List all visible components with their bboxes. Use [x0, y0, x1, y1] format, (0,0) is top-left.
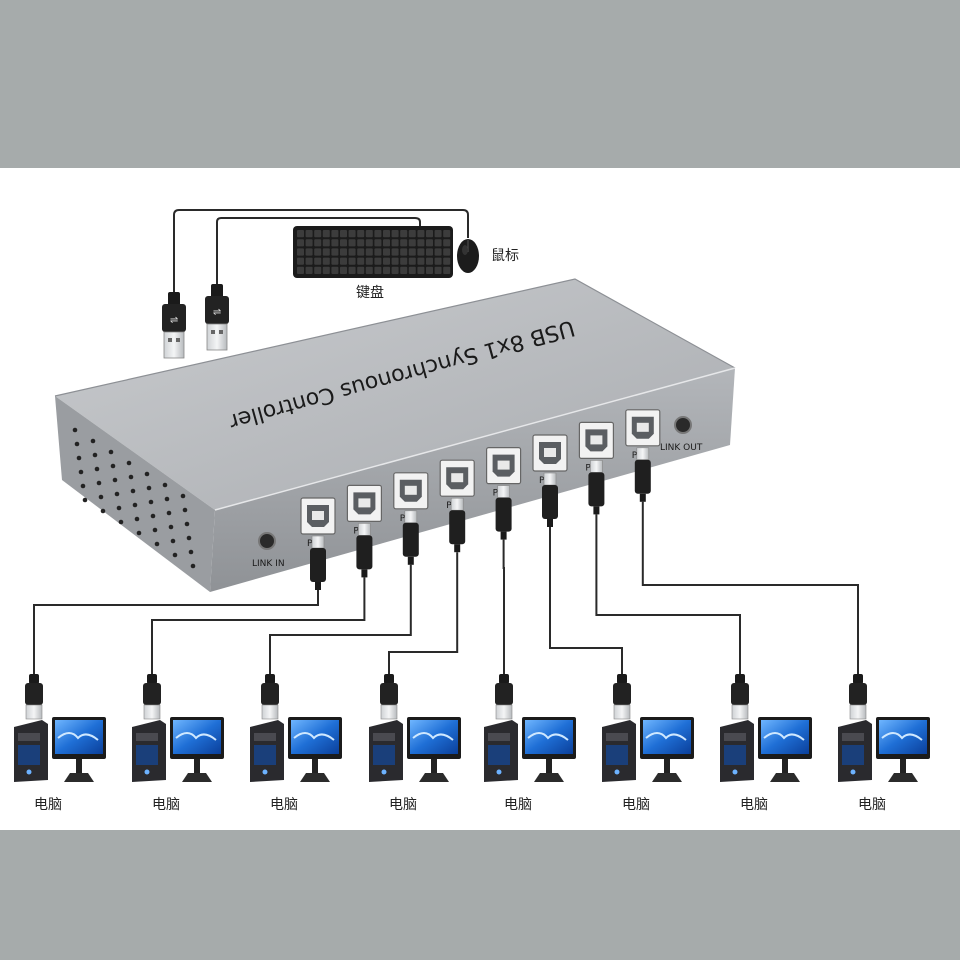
monitor-icon	[758, 717, 812, 782]
usb-b-port: P	[439, 459, 475, 511]
port-mark: P	[632, 451, 638, 461]
port-mark: P	[446, 501, 452, 511]
link-out-jack	[674, 416, 692, 434]
usb-b-plug-icon	[495, 485, 512, 540]
computer-tower-icon	[838, 720, 872, 782]
computer	[720, 717, 812, 782]
link-out-label: LINK OUT	[660, 443, 703, 453]
link-in-label: LINK IN	[252, 559, 285, 569]
computer	[250, 717, 342, 782]
usb-b-port: P	[300, 497, 336, 549]
computer-label: 电脑	[270, 797, 298, 813]
mouse-label: 鼠标	[491, 248, 519, 264]
computer-tower-icon	[369, 720, 403, 782]
link-in-jack	[258, 532, 276, 550]
mouse-icon	[457, 239, 479, 273]
computer-tower-icon	[132, 720, 166, 782]
usb-b-port: P	[346, 484, 382, 536]
port-mark: P	[493, 489, 499, 499]
computer-label: 电脑	[504, 797, 532, 813]
usb-b-plug-icon	[634, 447, 651, 502]
usb-b-plug-icon	[542, 472, 558, 527]
computer	[484, 717, 576, 782]
usb-a-plug-icon	[613, 674, 631, 720]
svg-text:⇌: ⇌	[170, 315, 178, 326]
port-mark: P	[539, 476, 545, 486]
usb-b-plug-icon	[310, 535, 326, 590]
usb-b-plug-icon	[356, 523, 373, 578]
computer-label: 电脑	[740, 797, 768, 813]
port-mark: P	[307, 539, 313, 549]
keyboard-label: 键盘	[356, 284, 384, 301]
computer	[838, 717, 930, 782]
usb-a-plug-icon	[261, 674, 279, 720]
computer-tower-icon	[484, 720, 518, 782]
usb-a-plug-icon	[849, 674, 867, 720]
usb-b-plug-icon	[588, 460, 605, 515]
bottom-band	[0, 830, 960, 960]
usb-controller-device: USB 8x1 Synchronous Controller LINK IN L…	[54, 278, 736, 592]
computer-label: 电脑	[389, 797, 417, 813]
computer	[369, 717, 461, 782]
usb-b-port: P	[578, 421, 615, 473]
usb-a-plug-icon: ⇌	[162, 292, 186, 359]
port-mark: P	[585, 463, 591, 473]
peripheral-cables	[173, 209, 469, 300]
usb-b-port: P	[486, 447, 522, 499]
usb-a-plug-icon	[380, 674, 398, 720]
port-mark: P	[353, 526, 359, 536]
computer	[602, 717, 694, 782]
computer-label: 电脑	[152, 797, 180, 813]
computer-label: 电脑	[858, 797, 886, 813]
monitor-icon	[522, 717, 576, 782]
usb-b-plug-icon	[449, 497, 466, 553]
computer-cables	[33, 501, 859, 676]
usb-b-port: P	[532, 434, 568, 486]
computer	[132, 717, 224, 782]
usb-b-plug-icon	[402, 510, 419, 565]
computer-tower-icon	[720, 720, 754, 782]
usb-a-plug-icon: ⇌	[205, 284, 229, 351]
computer-label: 电脑	[622, 797, 650, 813]
monitor-icon	[170, 717, 224, 782]
usb-a-plug-icon	[495, 674, 513, 720]
monitor-icon	[407, 717, 461, 782]
port-mark: P	[400, 514, 406, 524]
monitor-icon	[52, 717, 106, 782]
usb-b-port: P	[625, 409, 661, 461]
computer-tower-icon	[14, 720, 48, 782]
usb-a-plug-icon	[143, 674, 161, 720]
monitor-icon	[640, 717, 694, 782]
computer	[14, 717, 106, 782]
monitor-icon	[876, 717, 930, 782]
computer-label: 电脑	[34, 797, 62, 813]
usb-a-plug-icon	[25, 674, 43, 720]
computer-tower-icon	[602, 720, 636, 782]
keyboard-icon	[293, 226, 453, 278]
usb-b-port: P	[393, 472, 429, 524]
monitor-icon	[288, 717, 342, 782]
usb-a-plug-icon	[731, 674, 749, 720]
computer-tower-icon	[250, 720, 284, 782]
svg-text:⇌: ⇌	[213, 307, 221, 318]
